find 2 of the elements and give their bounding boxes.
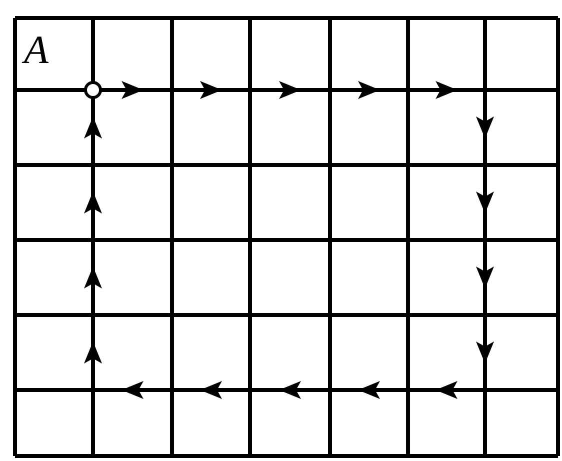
point-label: A bbox=[24, 30, 48, 70]
point-marker bbox=[84, 81, 102, 99]
